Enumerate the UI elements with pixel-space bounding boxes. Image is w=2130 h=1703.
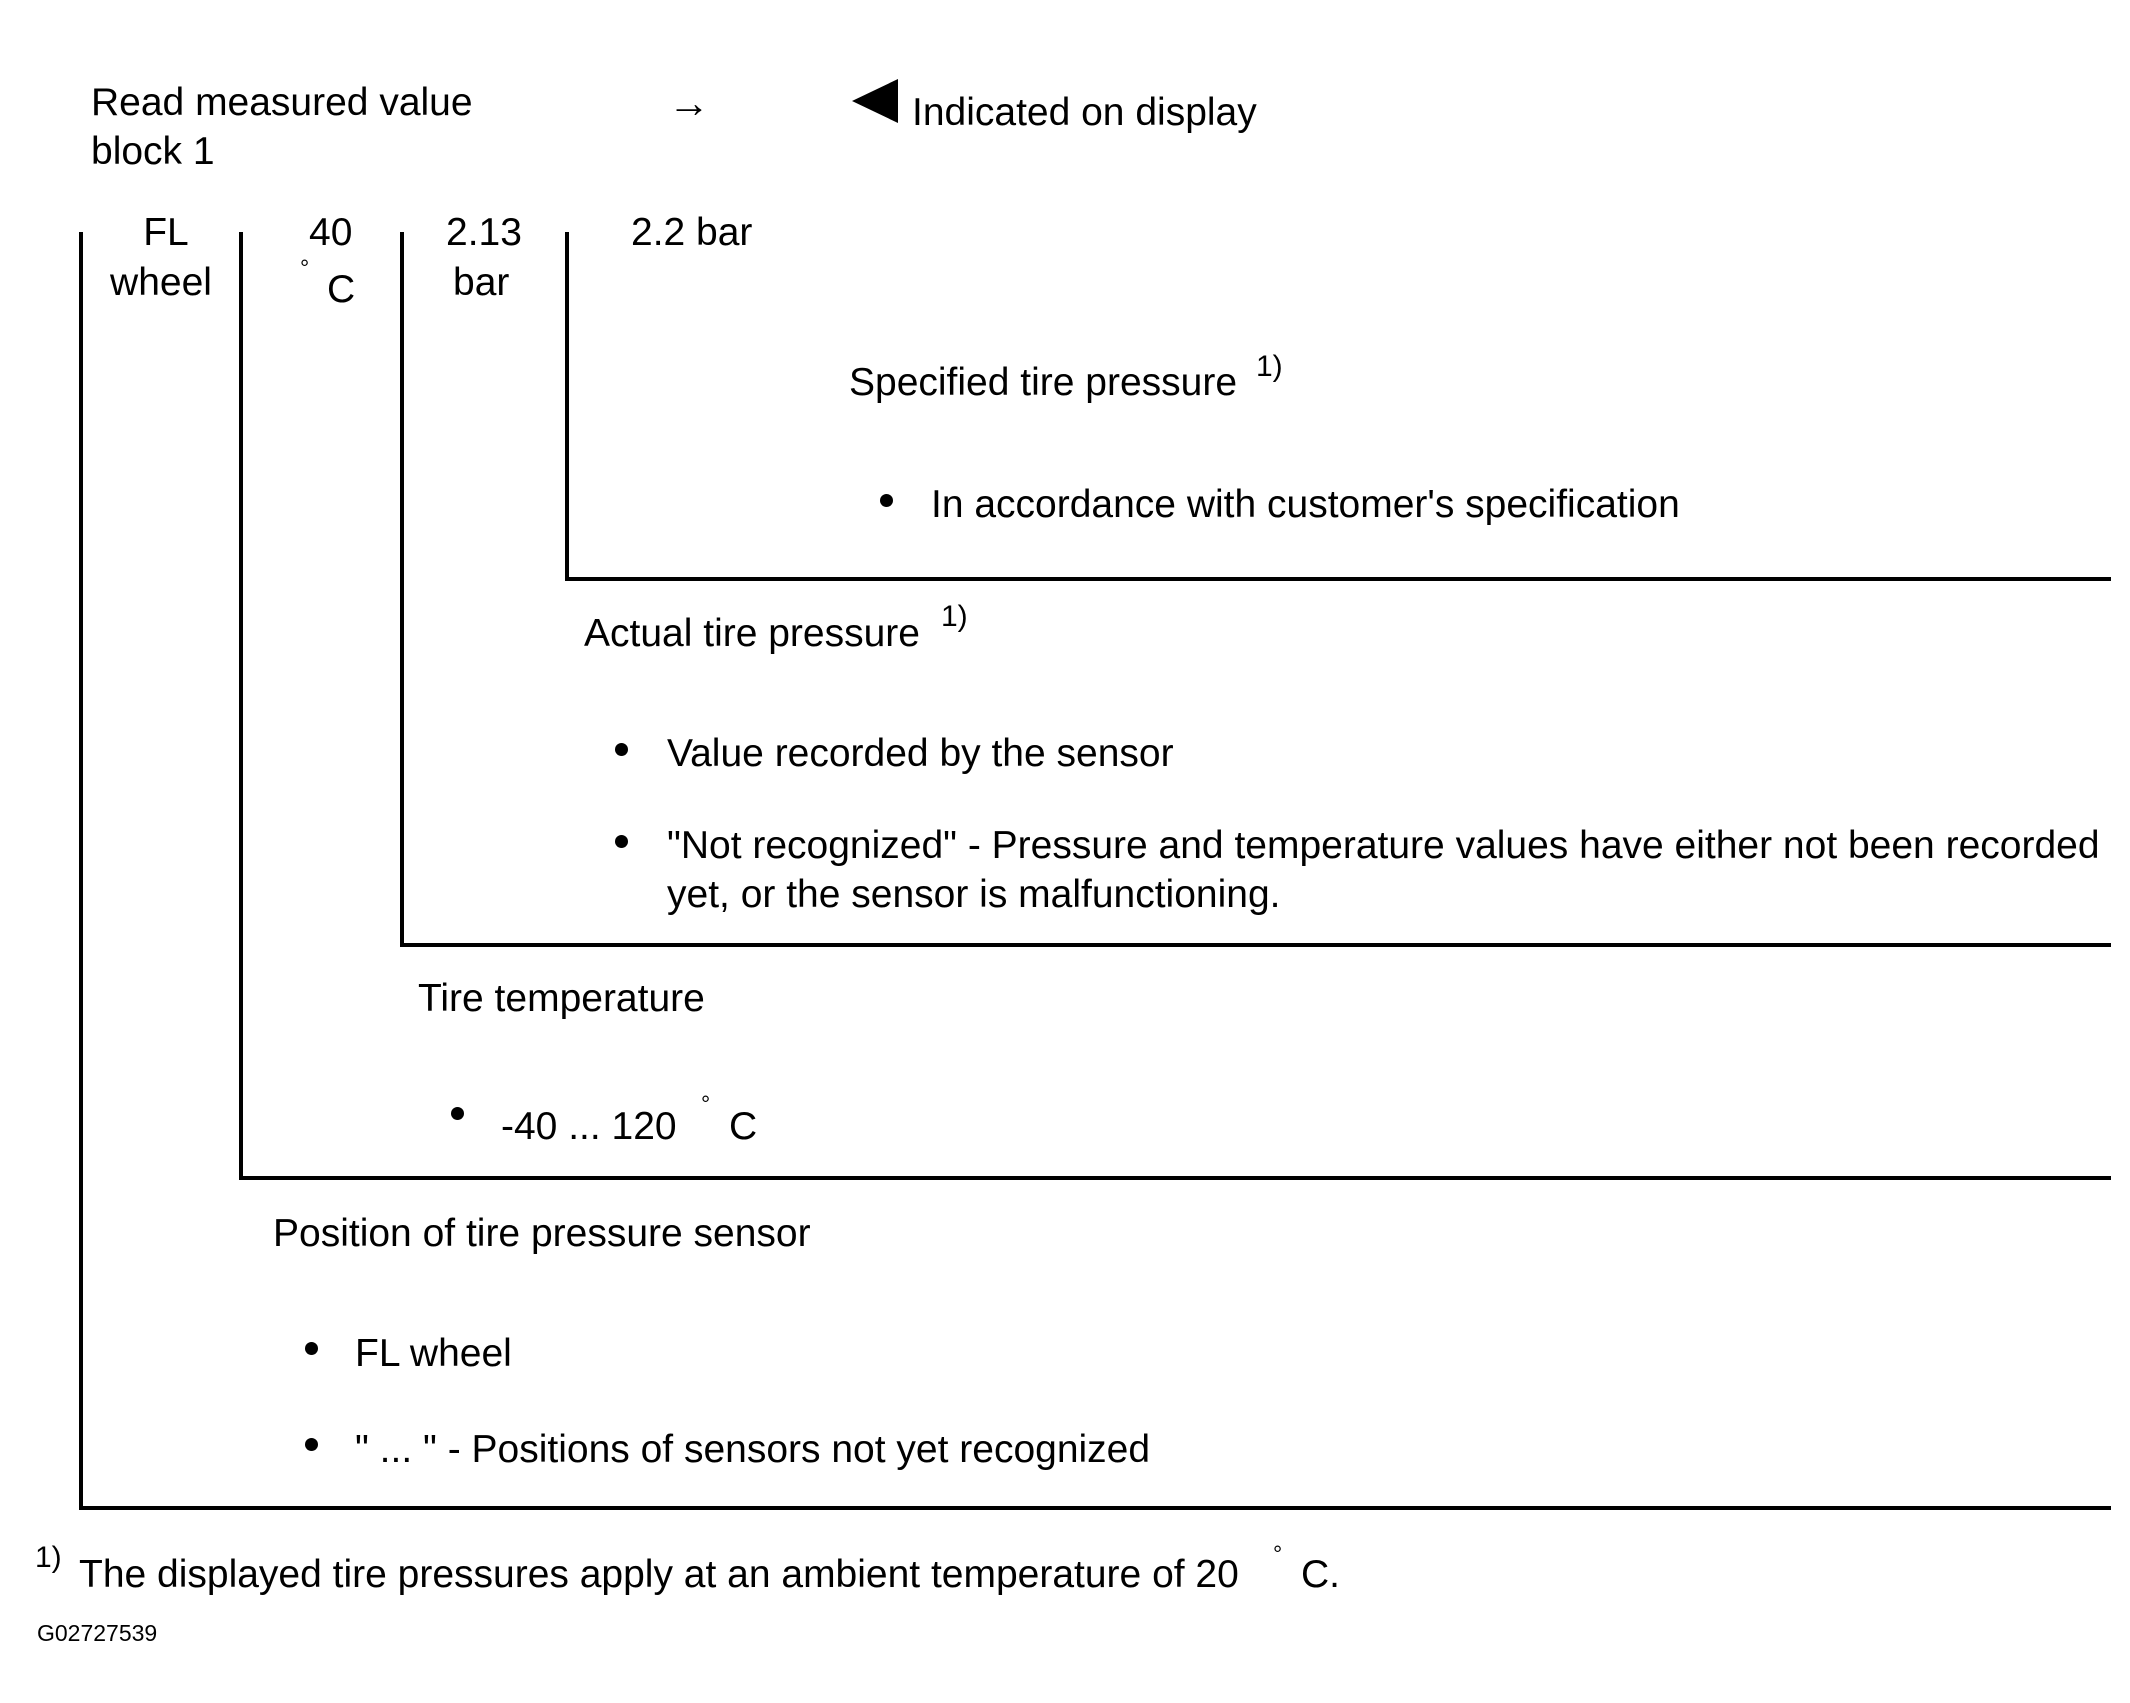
- actual-pressure-title: Actual tire pressure: [584, 612, 920, 655]
- actual-bullet-text-2-cont: yet, or the sensor is malfunctioning.: [667, 873, 1281, 916]
- sensor-position-bullet-2: " ... " - Positions of sensors not yet r…: [355, 1428, 1151, 1471]
- bracket-position-vertical: [79, 232, 83, 1510]
- specified-footnote-ref: 1): [1256, 350, 1283, 383]
- bracket-actual-vertical: [400, 232, 404, 947]
- display-triangle-icon: [852, 79, 898, 123]
- degree-symbol: °: [1273, 1541, 1283, 1567]
- read-block-title-line1: Read measured value: [91, 81, 473, 124]
- footnote-marker: 1): [35, 1541, 62, 1574]
- field-temperature-unit: C: [327, 268, 356, 311]
- field-actual-unit: bar: [453, 261, 510, 304]
- tire-temperature-unit: C: [729, 1105, 758, 1148]
- footnote-text: The displayed tire pressures apply at an…: [79, 1553, 1239, 1596]
- bracket-actual-horizontal: [400, 943, 2111, 947]
- bullet-icon: [880, 494, 893, 507]
- read-block-title-line2: block 1: [91, 130, 215, 173]
- sensor-position-title: Position of tire pressure sensor: [273, 1212, 811, 1255]
- bracket-temperature-vertical: [239, 232, 243, 1180]
- specified-bullet-text: In accordance with customer's specificat…: [931, 483, 1680, 526]
- bullet-icon: [451, 1107, 464, 1120]
- tire-temperature-range: -40 ... 120: [501, 1105, 677, 1148]
- actual-bullet-text-2: "Not recognized" - Pressure and temperat…: [667, 824, 2100, 867]
- actual-footnote-ref: 1): [941, 600, 968, 633]
- actual-bullet-text-1: Value recorded by the sensor: [667, 732, 1174, 775]
- bullet-icon: [305, 1438, 318, 1451]
- bullet-icon: [305, 1342, 318, 1355]
- field-temperature-value: 40: [309, 211, 353, 254]
- footnote-unit: C.: [1301, 1553, 1340, 1596]
- figure-id: G02727539: [37, 1620, 158, 1646]
- field-specified-value: 2.2 bar: [631, 211, 753, 254]
- field-wheel-line1: FL: [143, 211, 189, 254]
- tire-temperature-title: Tire temperature: [418, 977, 705, 1020]
- bracket-position-horizontal: [79, 1506, 2111, 1510]
- bracket-temperature-horizontal: [239, 1176, 2111, 1180]
- field-actual-value: 2.13: [446, 211, 522, 254]
- degree-symbol: °: [701, 1091, 711, 1117]
- bracket-specified-horizontal: [565, 577, 2111, 581]
- bullet-icon: [615, 835, 628, 848]
- field-wheel-line2: wheel: [110, 261, 212, 304]
- arrow-right-icon: →: [668, 79, 710, 126]
- bracket-specified-vertical: [565, 232, 569, 581]
- indicated-on-display-label: Indicated on display: [912, 91, 1257, 134]
- sensor-position-bullet-1: FL wheel: [355, 1332, 512, 1375]
- specified-pressure-title: Specified tire pressure: [849, 361, 1238, 404]
- bullet-icon: [615, 743, 628, 756]
- degree-symbol: °: [300, 255, 310, 281]
